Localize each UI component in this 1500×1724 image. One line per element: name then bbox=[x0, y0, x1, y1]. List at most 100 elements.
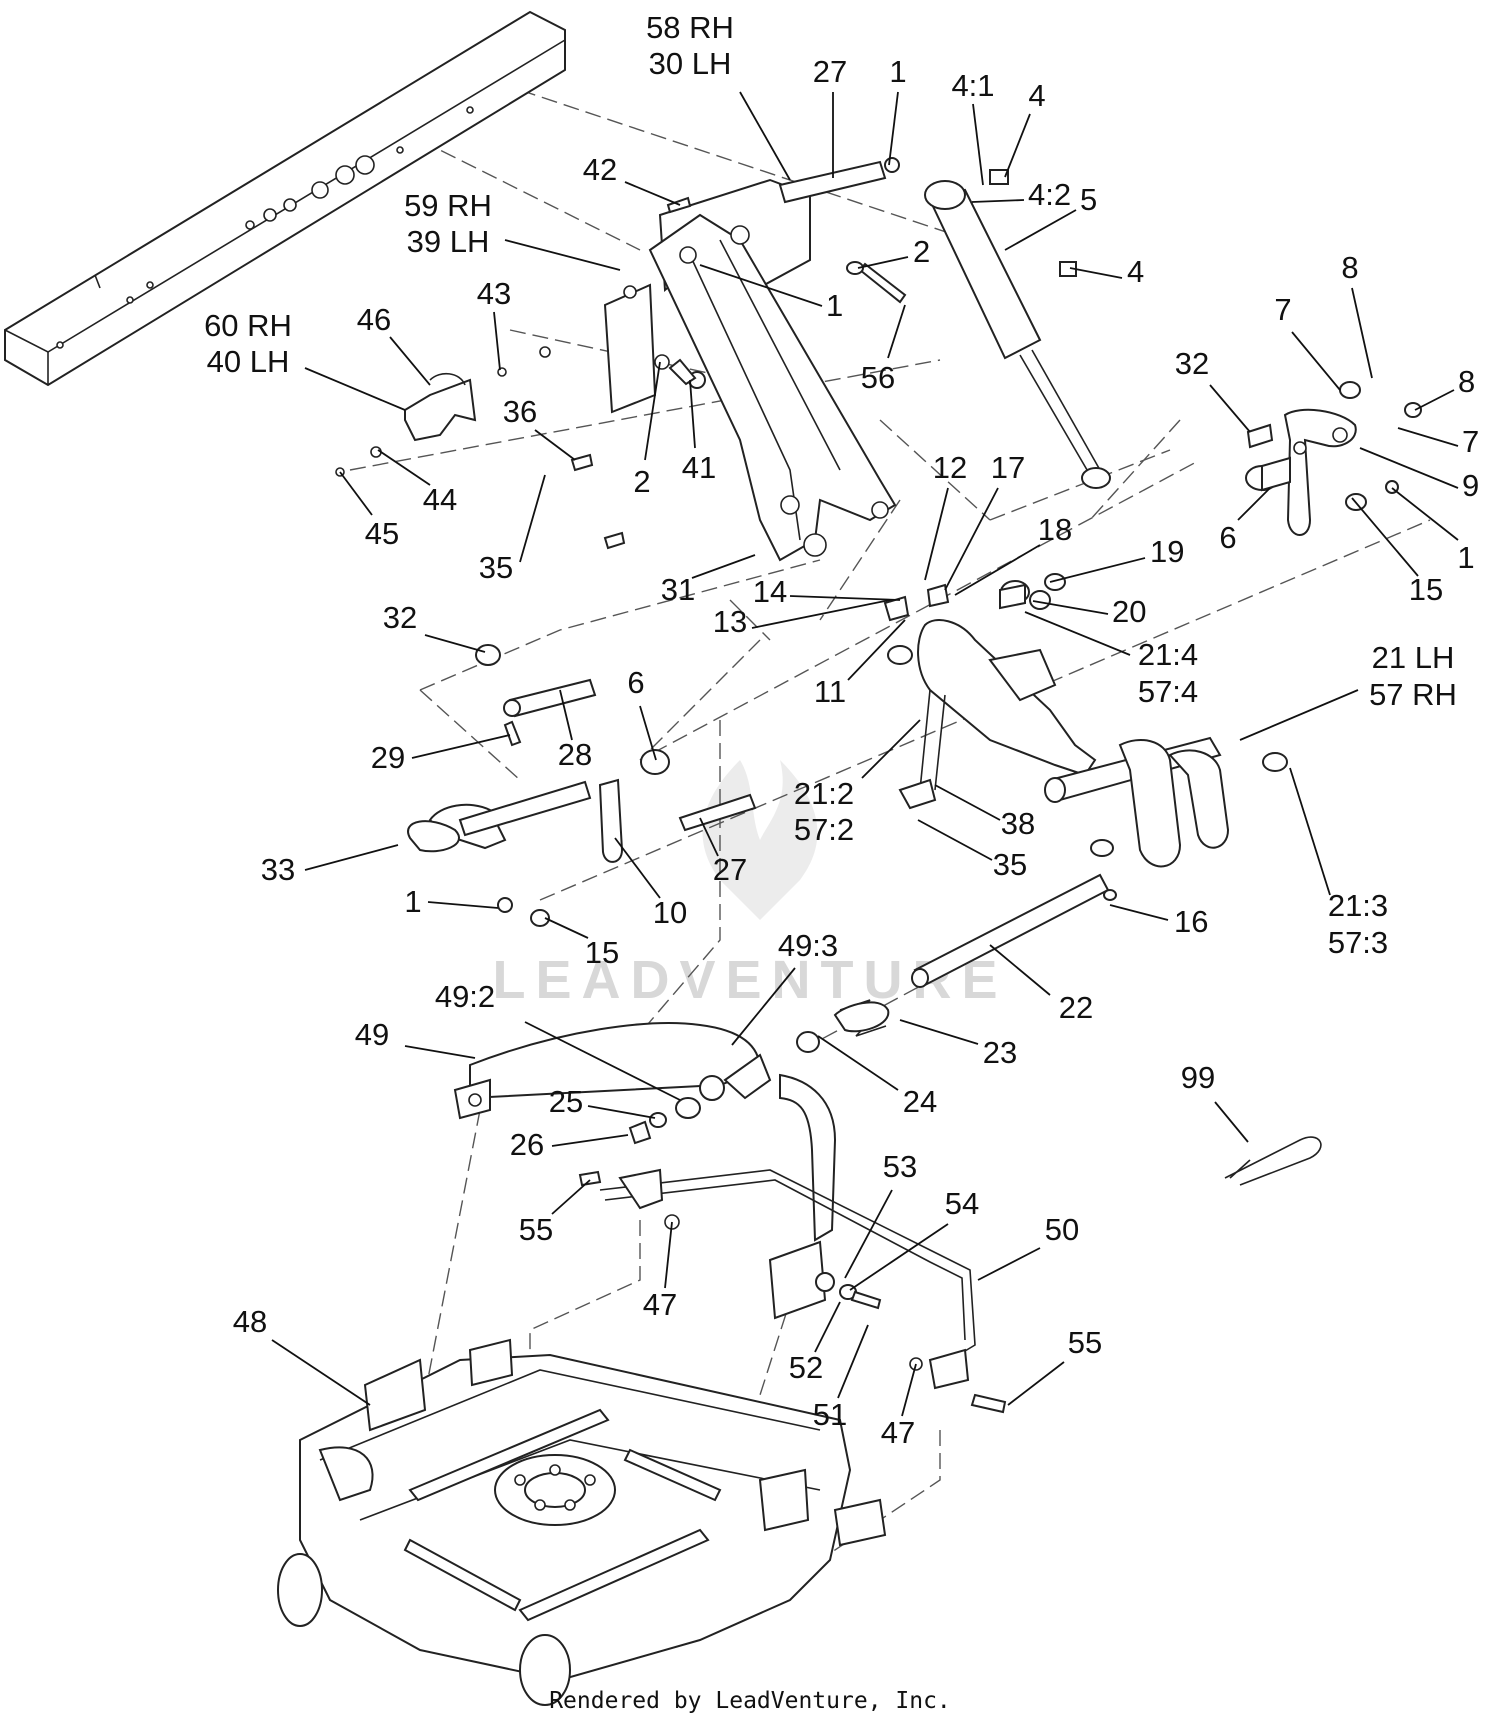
leader-2a bbox=[857, 256, 909, 269]
lift-arm-bracket bbox=[648, 178, 897, 562]
callout-22: 22 bbox=[1059, 990, 1093, 1025]
callout-46: 46 bbox=[357, 302, 391, 337]
callout-26: 26 bbox=[510, 1127, 544, 1162]
leader-21-4 bbox=[1024, 611, 1131, 656]
cotter-pin bbox=[1224, 1136, 1322, 1186]
leader-6b bbox=[639, 705, 657, 761]
leader-8b bbox=[1414, 389, 1455, 411]
callout-27a: 27 bbox=[813, 54, 847, 89]
callout-2b: 2 bbox=[633, 464, 650, 499]
leader-49-3 bbox=[731, 967, 796, 1046]
callout-30lh: 30 LH bbox=[649, 46, 732, 81]
leader-13 bbox=[751, 599, 891, 629]
callout-4-1: 4:1 bbox=[951, 68, 994, 103]
leader-56 bbox=[887, 304, 906, 359]
leader-55a bbox=[551, 1179, 591, 1215]
callout-44: 44 bbox=[423, 482, 457, 517]
callout-6b: 6 bbox=[627, 665, 644, 700]
callout-99: 99 bbox=[1181, 1060, 1215, 1095]
callout-15a: 15 bbox=[1409, 572, 1443, 607]
right-linkage bbox=[1245, 381, 1422, 536]
leader-19 bbox=[1049, 557, 1146, 583]
frame-rail bbox=[4, 10, 566, 387]
leader-41 bbox=[689, 379, 696, 449]
callout-57-3: 57:3 bbox=[1328, 925, 1388, 960]
callout-47b: 47 bbox=[881, 1415, 915, 1450]
callout-12: 12 bbox=[933, 450, 967, 485]
leader-60rh bbox=[304, 367, 406, 411]
callout-21-2: 21:2 bbox=[794, 776, 854, 811]
leader-53 bbox=[844, 1189, 893, 1279]
callout-4a: 4 bbox=[1028, 78, 1045, 113]
callout-55a: 55 bbox=[519, 1212, 553, 1247]
callout-18: 18 bbox=[1038, 512, 1072, 547]
leader-7b bbox=[1397, 427, 1459, 447]
callout-4b: 4 bbox=[1127, 254, 1144, 289]
leader-4b bbox=[1069, 267, 1123, 279]
leader-4-2 bbox=[971, 199, 1025, 203]
callout-13: 13 bbox=[713, 604, 747, 639]
leader-29 bbox=[411, 734, 511, 759]
leader-38 bbox=[934, 784, 1001, 821]
callout-58rh: 58 RH bbox=[646, 10, 734, 45]
callout-14: 14 bbox=[753, 574, 787, 609]
callout-47a: 47 bbox=[643, 1287, 677, 1322]
mower-deck bbox=[277, 1338, 887, 1706]
callout-1d: 1 bbox=[404, 884, 421, 919]
callout-48: 48 bbox=[233, 1304, 267, 1339]
leader-52 bbox=[814, 1301, 841, 1353]
leader-55b bbox=[1007, 1361, 1065, 1406]
leader-26 bbox=[551, 1134, 629, 1147]
callout-57-2: 57:2 bbox=[794, 812, 854, 847]
callout-57-4: 57:4 bbox=[1138, 674, 1198, 709]
leader-35a bbox=[519, 474, 546, 563]
leader-lines bbox=[271, 91, 1459, 1417]
leader-16 bbox=[1109, 904, 1169, 921]
leader-10 bbox=[614, 837, 661, 899]
leader-21-2 bbox=[861, 719, 921, 779]
callout-28: 28 bbox=[558, 737, 592, 772]
leader-46 bbox=[389, 336, 431, 386]
leader-25 bbox=[587, 1105, 656, 1119]
callout-10: 10 bbox=[653, 895, 687, 930]
leader-50 bbox=[977, 1247, 1041, 1281]
leader-1a bbox=[888, 91, 899, 166]
leader-6a bbox=[1237, 487, 1271, 521]
callout-51: 51 bbox=[813, 1397, 847, 1432]
leader-49 bbox=[404, 1045, 476, 1059]
leader-58rh bbox=[739, 91, 791, 181]
callout-35b: 35 bbox=[993, 847, 1027, 882]
leader-17 bbox=[944, 487, 999, 591]
callout-59rh: 59 RH bbox=[404, 188, 492, 223]
callout-31: 31 bbox=[661, 572, 695, 607]
callout-16: 16 bbox=[1174, 904, 1208, 939]
leader-45 bbox=[339, 471, 373, 516]
callout-36: 36 bbox=[503, 394, 537, 429]
callout-6a: 6 bbox=[1219, 520, 1236, 555]
callout-21lh: 21 LH bbox=[1372, 640, 1455, 675]
leader-35b bbox=[917, 819, 993, 861]
footer-credit: Rendered by LeadVenture, Inc. bbox=[549, 1688, 951, 1714]
leader-15a bbox=[1351, 497, 1419, 577]
callout-29: 29 bbox=[371, 740, 405, 775]
leader-99 bbox=[1214, 1101, 1249, 1143]
leader-15b bbox=[544, 917, 589, 939]
leader-28 bbox=[559, 689, 573, 741]
leader-14 bbox=[789, 595, 901, 601]
leader-18 bbox=[954, 544, 1041, 596]
callout-52: 52 bbox=[789, 1350, 823, 1385]
callout-49-2: 49:2 bbox=[435, 979, 495, 1014]
leader-32b bbox=[424, 634, 486, 653]
rod-and-spring bbox=[796, 873, 1117, 1053]
callout-38: 38 bbox=[1001, 806, 1035, 841]
leader-44 bbox=[377, 449, 431, 486]
callout-7b: 7 bbox=[1462, 424, 1479, 459]
callout-5: 5 bbox=[1080, 182, 1097, 217]
deck-link-bar bbox=[578, 1168, 1007, 1414]
callout-17: 17 bbox=[991, 450, 1025, 485]
leader-36 bbox=[534, 429, 576, 461]
callout-43: 43 bbox=[477, 276, 511, 311]
hydraulic-cylinder bbox=[924, 169, 1111, 489]
callout-50: 50 bbox=[1045, 1212, 1079, 1247]
